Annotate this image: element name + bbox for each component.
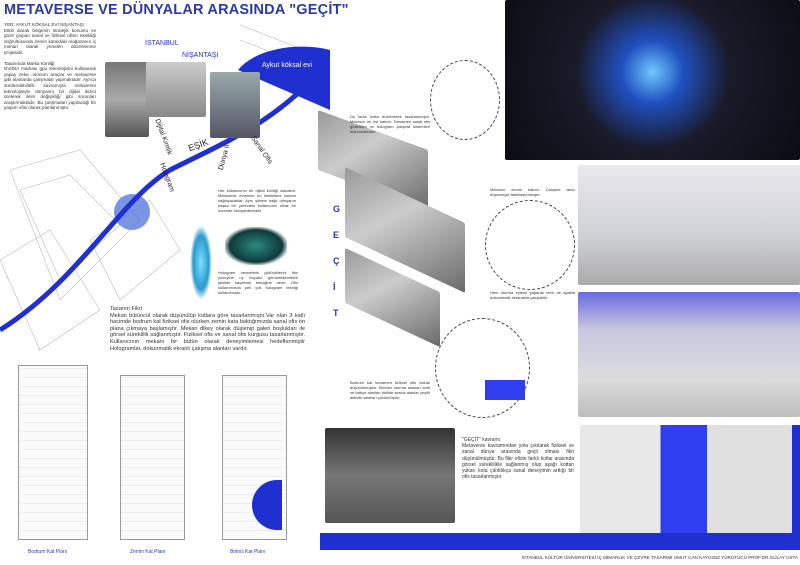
intro-block: YER: AYKUT KÖKSAL EVİ NİŞANTAŞI Etkili o… — [4, 22, 96, 111]
section-perspective — [325, 428, 455, 523]
intro-text: Etkili olarak bölgenin stratejik konumu … — [4, 27, 96, 55]
path-line — [0, 58, 330, 333]
blue-band — [320, 533, 800, 550]
building-label: Aykut köksal evi — [262, 62, 313, 69]
render-basement — [578, 292, 800, 417]
design-idea-text: Mekan bütüncül olarak düşünülüp kotlara … — [110, 312, 305, 352]
plan-label: Birinci Kat Planı — [230, 549, 266, 555]
design-idea: Tasarım Fikri Mekan bütüncül olarak düşü… — [110, 306, 305, 352]
gecit-letter: T — [333, 308, 339, 318]
hologram-figure — [190, 225, 212, 300]
identity-note: Her kullanıcının bir dijital kimliği ola… — [218, 188, 296, 213]
footer-credits: İSTANBUL KÜLTÜR ÜNİVERSİTESİ İÇ MİMARLIK… — [521, 555, 798, 560]
district-label: NİŞANTAŞI — [182, 52, 219, 59]
page-title: METAVERSE VE DÜNYALAR ARASINDA "GEÇİT" — [4, 2, 349, 18]
basement-note: Bodrum kat tamamen fiziksel ofis olarak … — [350, 380, 430, 400]
amphi-steps — [485, 380, 525, 400]
concept-heading: "GEÇİT" kavramı — [462, 437, 500, 443]
design-idea-heading: Tasarım Fikri — [110, 306, 143, 312]
site-map — [0, 24, 330, 351]
brand-heading: Tasarımda Marka Kimliği: — [4, 60, 56, 66]
plan-label: Zemin Kat Planı — [130, 549, 166, 555]
hologram-note: Hologram nesnelerin görüntülerini film y… — [218, 270, 298, 295]
render-top-floor — [505, 0, 800, 160]
top-floor-note: Üç farklı kotta düzlenerek tasarlanmıştı… — [350, 114, 430, 134]
ground-note: Mekanın zemin katıdır. Çalışma alanı döş… — [490, 187, 575, 197]
render-ground-floor — [578, 165, 800, 285]
sitting-note: Hem oturma eylemi yaparak hem de ayakta … — [490, 290, 575, 300]
brand-text: NVIDIA markası gpu teknolojisini kullana… — [4, 66, 96, 111]
concept-text: Metaverse kavramından yola çıkılarak fiz… — [462, 443, 574, 481]
site-marker — [114, 194, 150, 230]
aykut-koksal-photo — [210, 72, 260, 138]
building-photo — [146, 62, 206, 117]
blue-edge — [792, 425, 800, 550]
ground-plan — [120, 375, 185, 540]
street-photo — [105, 62, 149, 137]
plan-label: Bodrum Kat Planı — [28, 549, 68, 555]
detail-circle-ground — [485, 200, 575, 290]
building-section — [580, 425, 792, 535]
gecit-letter: İ — [333, 282, 336, 292]
city-label: İSTANBUL — [145, 40, 179, 47]
basement-plan — [18, 365, 88, 540]
detail-circle-top — [430, 60, 500, 140]
detail-circle-basement — [435, 318, 530, 418]
hologram-graphic — [225, 227, 287, 265]
gecit-letter: E — [333, 230, 340, 240]
intro-heading: YER: AYKUT KÖKSAL EVİ NİŞANTAŞI — [4, 22, 84, 27]
gecit-letter: G — [333, 204, 341, 214]
concept-block: "GEÇİT" kavramı Metaverse kavramından yo… — [462, 437, 574, 480]
gecit-letter: Ç — [333, 256, 340, 266]
gecit-vertical: G E Ç İ T — [333, 196, 340, 326]
location-bubble — [238, 46, 330, 110]
